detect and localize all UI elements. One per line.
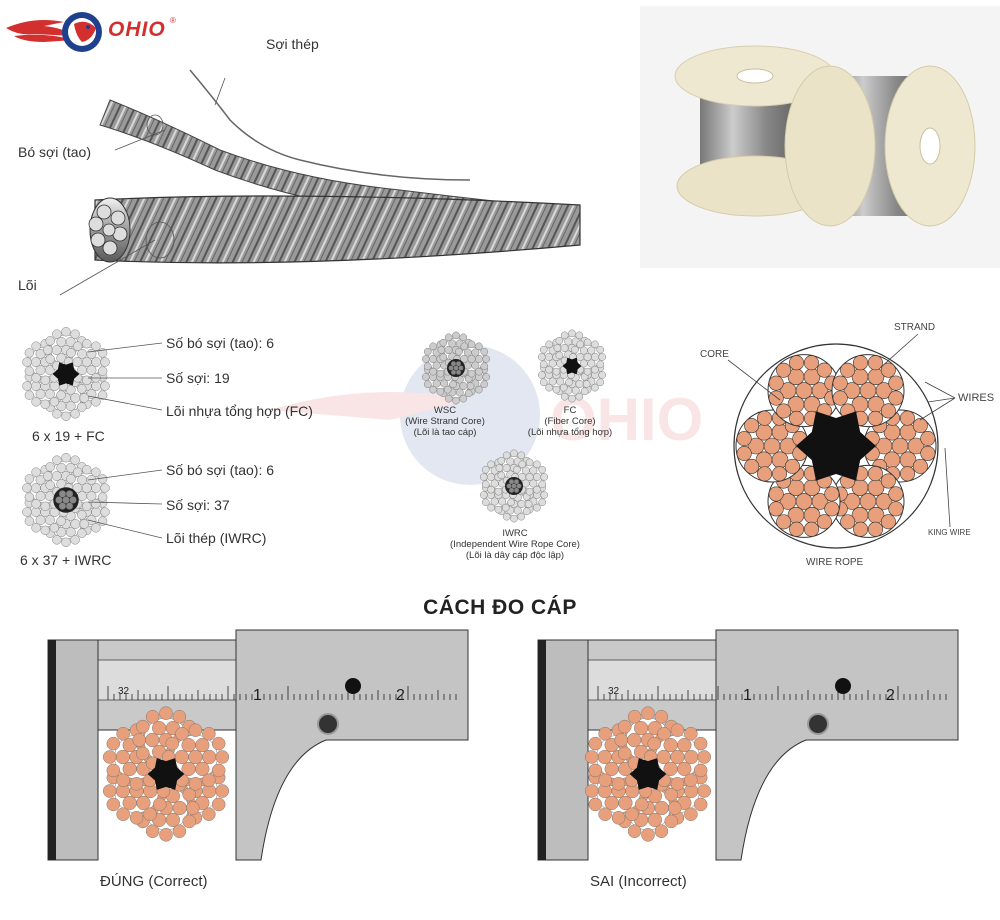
label-strand: Bó sợi (tao)	[18, 144, 91, 160]
leader-line	[87, 395, 163, 411]
fc-caption: FC (Fiber Core) (Lõi nhựa tổng hợp)	[510, 405, 630, 438]
cs-core-label: CORE	[700, 349, 729, 360]
cs-strand-label: STRAND	[894, 322, 936, 333]
cs-wires-label: WIRES	[958, 392, 995, 404]
measured-rope-section	[103, 706, 229, 842]
leader-line	[87, 501, 163, 505]
measured-rope-section	[585, 706, 711, 842]
fc-full: (Fiber Core)	[544, 416, 596, 427]
fc-abbr: FC	[563, 405, 577, 416]
c1-name: 6 x 19 + FC	[32, 428, 105, 444]
leader-line	[87, 469, 163, 481]
fc-desc: (Lõi nhựa tổng hợp)	[527, 427, 613, 438]
label-core: Lõi	[18, 277, 37, 293]
scale-label-32: 32	[608, 686, 620, 697]
wire-rope-cross-section	[733, 343, 939, 549]
c2-name: 6 x 37 + IWRC	[20, 552, 112, 568]
scale-label-1: 1	[253, 687, 262, 704]
c1-strands: Số bó sợi (tao): 6	[166, 335, 275, 351]
wsc-desc: (Lõi là tao cáp)	[413, 427, 477, 438]
leader-line	[87, 519, 163, 539]
wire-spools-photo	[640, 6, 1000, 268]
logo-registered: ®	[170, 16, 176, 25]
cs-king-wire-label: KING WIRE	[928, 528, 971, 537]
scale-label-1: 1	[743, 687, 752, 704]
iwrc-abbr: IWRC	[502, 528, 528, 539]
cs-leader-line	[919, 397, 956, 421]
thumb-wheel	[807, 713, 829, 735]
iwrc-full: (Independent Wire Rope Core)	[450, 539, 580, 550]
cs-leader-line	[927, 397, 956, 403]
core-type-iwrc	[480, 449, 548, 523]
eagle-icon	[6, 12, 102, 52]
scale-label-2: 2	[396, 687, 405, 704]
wsc-full: (Wire Strand Core)	[405, 416, 485, 427]
cs-caption: WIRE ROPE	[806, 557, 864, 568]
iwrc-desc: (Lõi là dây cáp độc lập)	[465, 550, 565, 561]
wsc-abbr: WSC	[433, 405, 457, 416]
correct-label: ĐÚNG (Correct)	[100, 873, 208, 890]
cs-leader-line	[924, 381, 956, 399]
brand-logo[interactable]: OHIO ®	[4, 6, 184, 54]
cs-leader-line	[944, 447, 951, 528]
cs-leader-line	[879, 333, 919, 369]
lock-screw	[345, 678, 361, 694]
core-type-fc	[538, 329, 606, 403]
caliper-incorrect: 32 1 2	[537, 629, 959, 861]
incorrect-label: SAI (Incorrect)	[590, 873, 687, 890]
construction-6x19-fc	[22, 327, 110, 421]
c2-core: Lõi thép (IWRC)	[166, 530, 267, 546]
c1-core: Lõi nhựa tổng hợp (FC)	[166, 403, 313, 419]
caliper-correct: 32 1 2	[47, 629, 469, 861]
scale-label-2: 2	[886, 687, 895, 704]
cs-leader-line	[727, 359, 781, 401]
measure-title: CÁCH ĐO CÁP	[423, 596, 577, 619]
svg-text:OHIO: OHIO	[550, 386, 703, 453]
lock-screw	[835, 678, 851, 694]
c2-strands: Số bó sợi (tao): 6	[166, 462, 275, 478]
logo-text: OHIO	[108, 18, 166, 41]
scale-label-32: 32	[118, 686, 130, 697]
label-wire: Sợi thép	[266, 36, 319, 52]
construction-6x37-iwrc	[22, 453, 110, 547]
thumb-wheel	[317, 713, 339, 735]
c1-wires: Số sợi: 19	[166, 370, 230, 386]
caliper-graphics: 32 1 2 32 1 2	[47, 629, 959, 861]
iwrc-caption: IWRC (Independent Wire Rope Core) (Lõi l…	[420, 528, 610, 561]
c2-wires: Số sợi: 37	[166, 497, 230, 513]
core-type-wsc	[422, 331, 490, 405]
leader-line	[87, 342, 163, 353]
wsc-caption: WSC (Wire Strand Core) (Lõi là tao cáp)	[385, 405, 505, 438]
wire-rope-illustration	[59, 69, 581, 296]
